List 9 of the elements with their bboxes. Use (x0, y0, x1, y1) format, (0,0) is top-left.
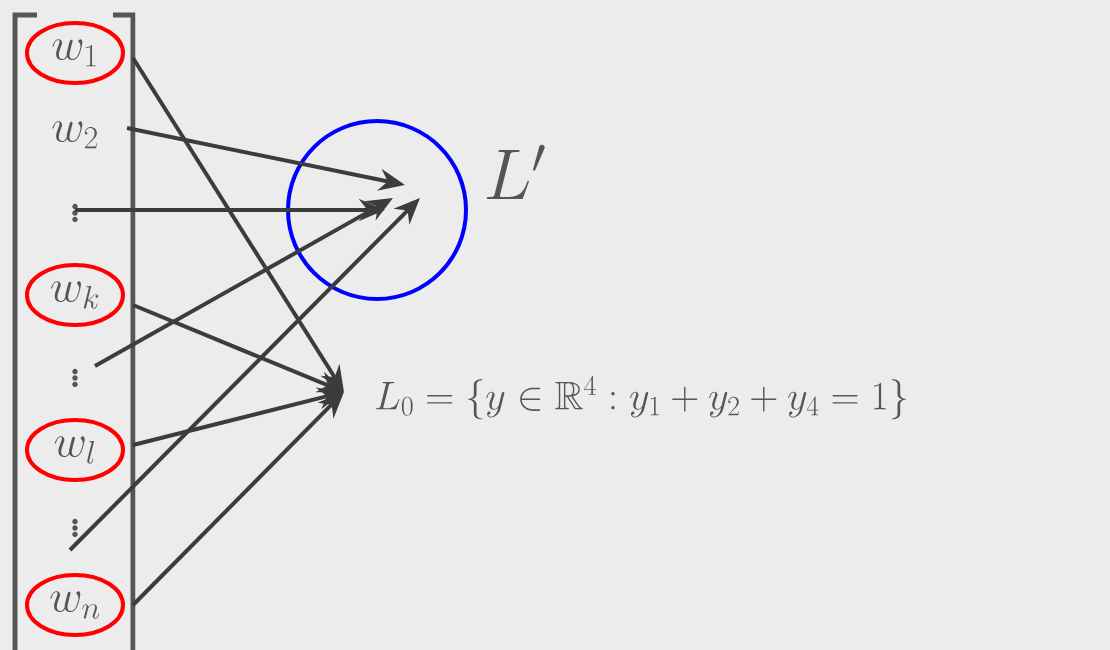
formula-label: $L_0 = \{y \in \mathbb{R}^4 : y_1 + y_2 + y_4 = 1\}$ (376, 376, 906, 420)
circled-variable: $w_l$ (25, 418, 125, 482)
circled-variable: $w_n$ (25, 573, 125, 637)
variable-label: $w_2$ (52, 121, 97, 149)
circled-variable: $w_k$ (25, 263, 125, 327)
variable-label: $\vdots$ (72, 518, 78, 538)
formula-label: $L'$ (486, 144, 545, 200)
circled-variable: $w_1$ (25, 21, 125, 85)
variable-label: $\vdots$ (72, 368, 78, 388)
